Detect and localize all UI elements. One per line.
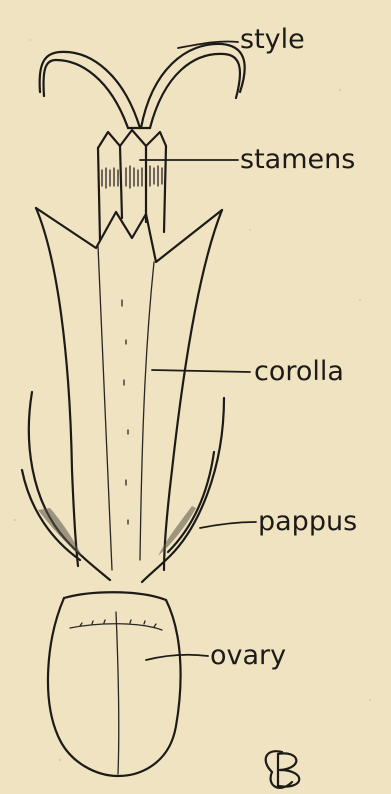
- corolla-leader: [152, 370, 250, 372]
- style-drawing: [40, 44, 245, 128]
- stamens-hatching: [102, 166, 162, 188]
- monogram-signature: [266, 751, 300, 788]
- label-ovary: ovary: [210, 640, 286, 671]
- label-style: style: [240, 24, 305, 55]
- stamens-drawing: [98, 130, 166, 240]
- pappus-leader: [200, 522, 256, 528]
- ovary-leader: [146, 655, 208, 660]
- pappus-drawing: [22, 392, 224, 582]
- label-stamens: stamens: [240, 144, 355, 175]
- ovary-drawing: [48, 592, 181, 776]
- label-pappus: pappus: [258, 506, 357, 537]
- label-corolla: corolla: [254, 356, 344, 387]
